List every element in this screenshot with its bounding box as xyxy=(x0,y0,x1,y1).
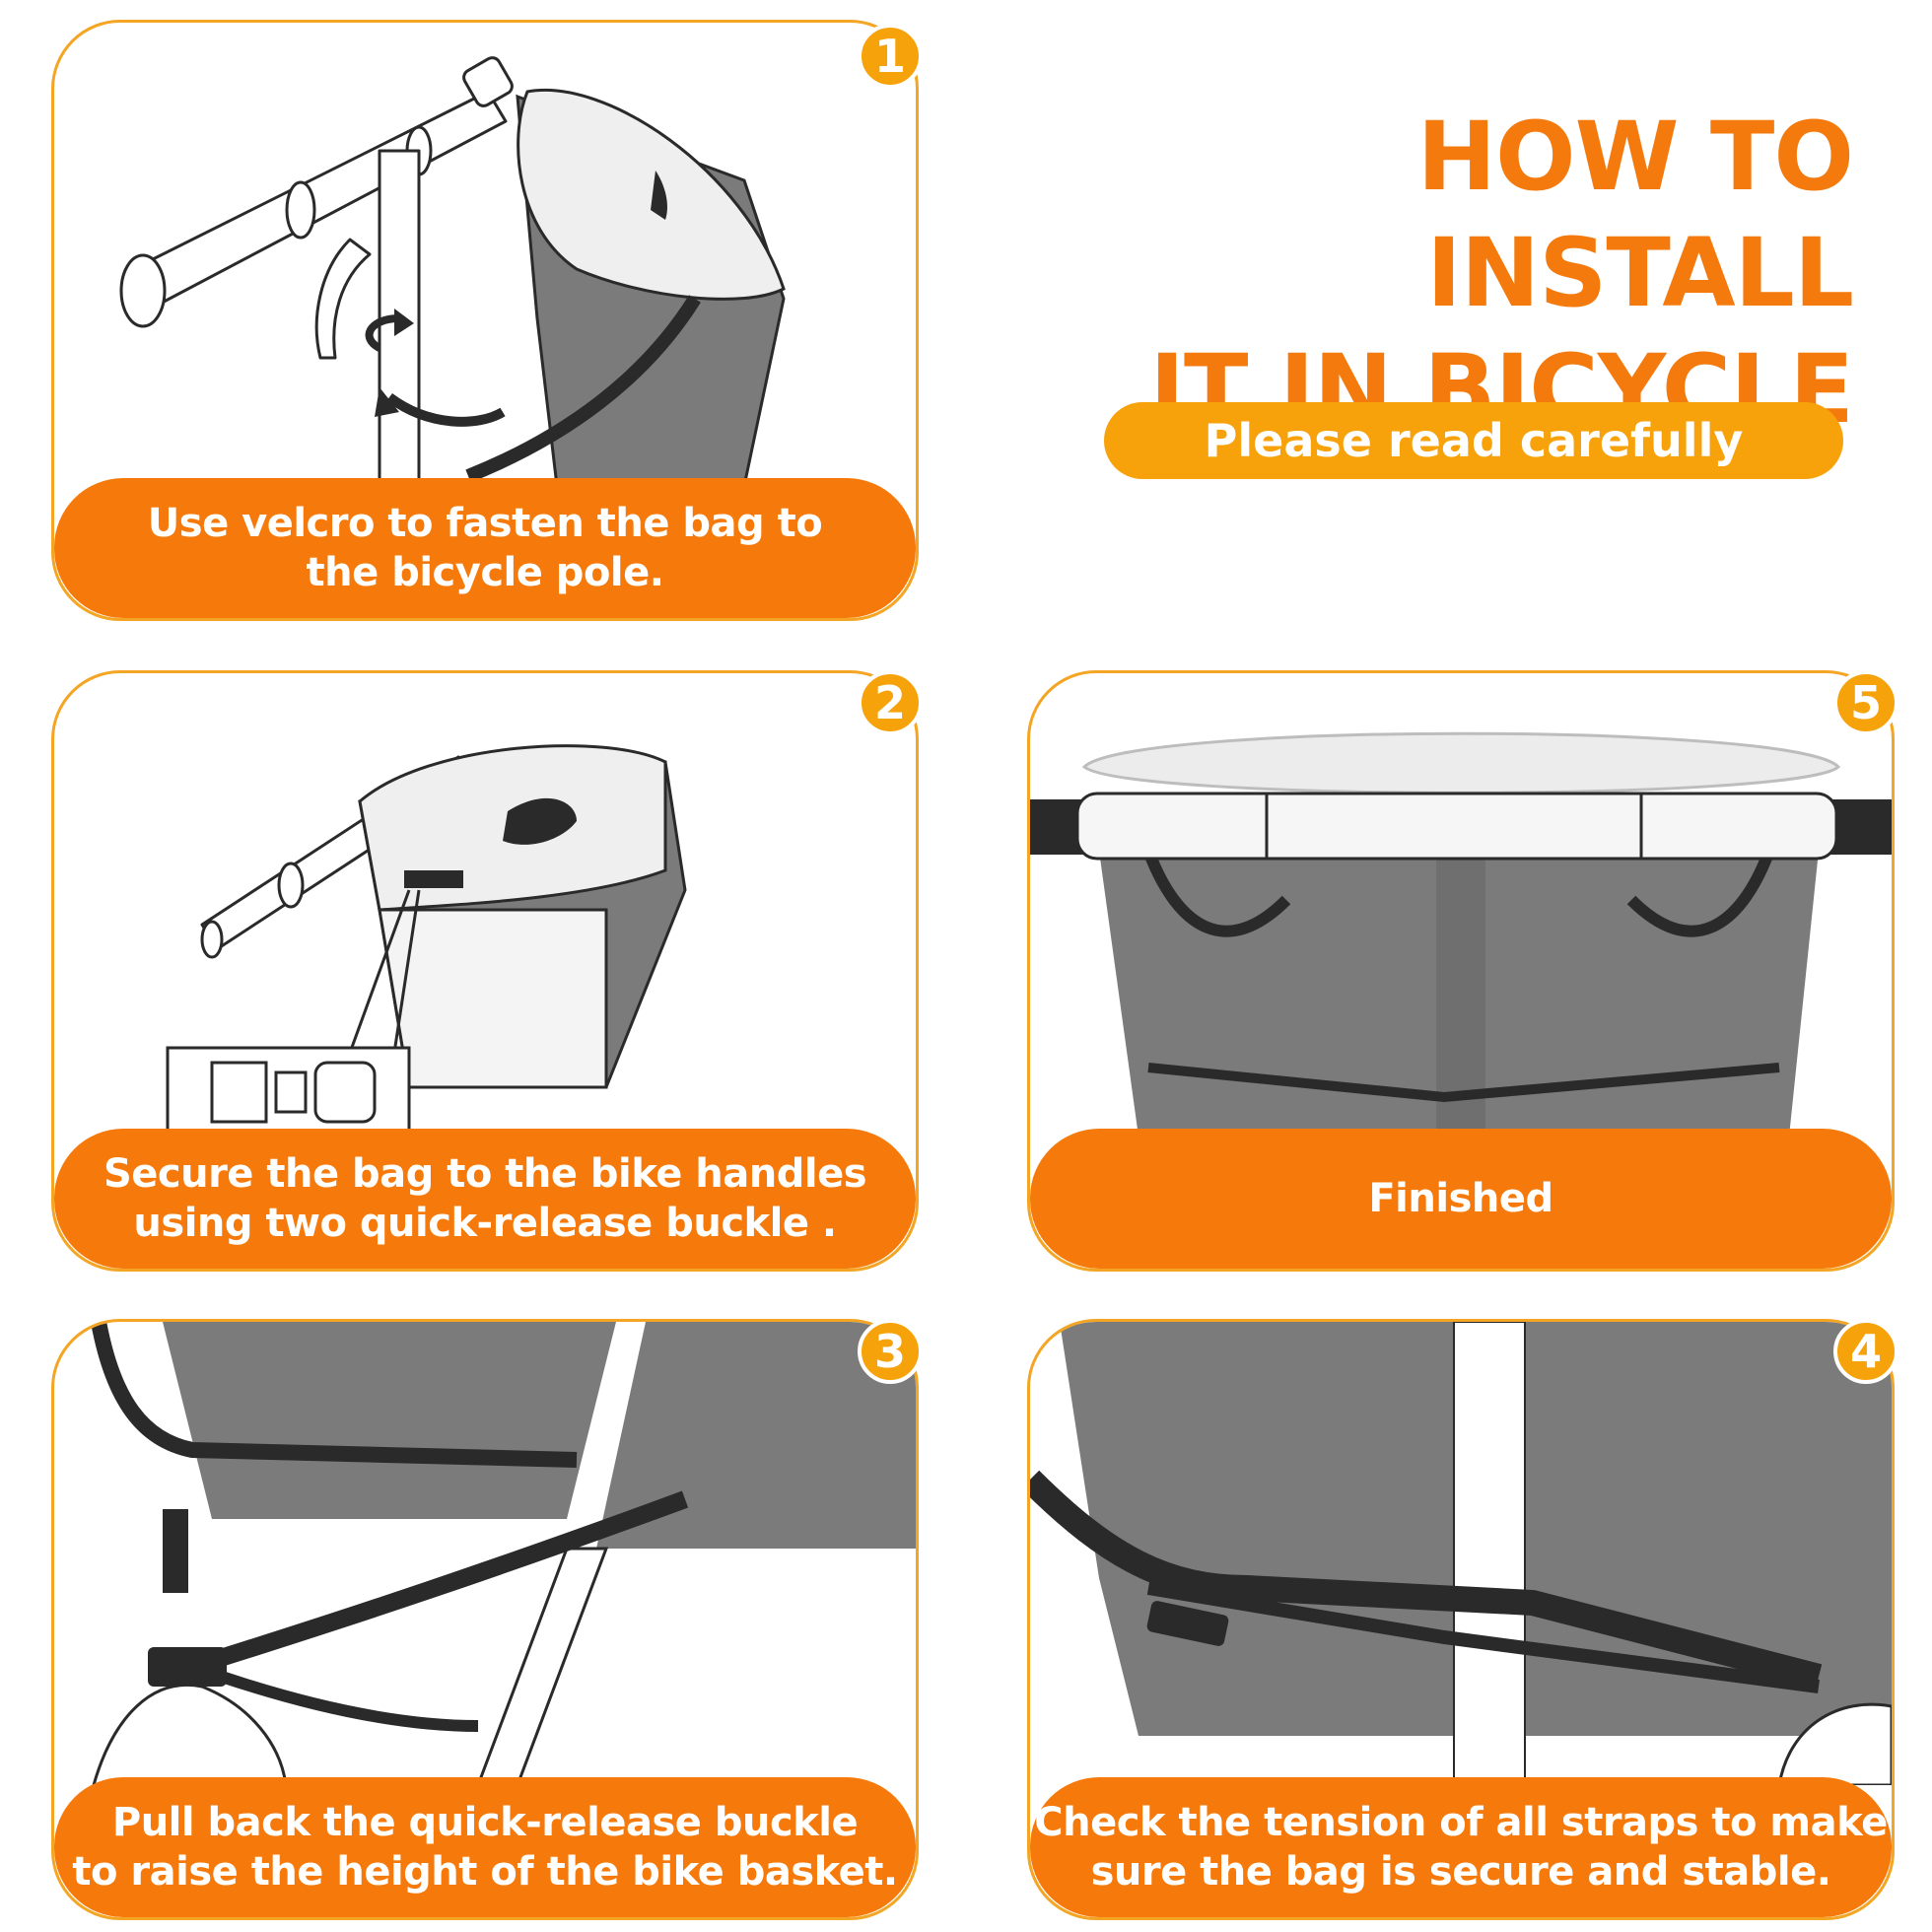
step-4-caption-line-2: sure the bag is secure and stable. xyxy=(1090,1849,1831,1895)
step-1-badge: 1 xyxy=(858,24,923,89)
title-line-1: HOW TO INSTALL xyxy=(1416,102,1854,328)
step-2-caption-line-2: using two quick-release buckle . xyxy=(133,1201,837,1246)
step-4-caption-line-1: Check the tension of all straps to make xyxy=(1034,1800,1888,1845)
step-card-5: Finished xyxy=(1027,670,1895,1272)
step-2-caption: Secure the bag to the bike handles using… xyxy=(54,1129,916,1269)
subtitle-pill: Please read carefully xyxy=(1104,402,1843,479)
step-3-badge: 3 xyxy=(858,1319,923,1384)
step-2-caption-line-1: Secure the bag to the bike handles xyxy=(103,1151,867,1197)
step-card-1: Use velcro to fasten the bag to the bicy… xyxy=(51,20,919,621)
step-1-caption-line-1: Use velcro to fasten the bag to xyxy=(147,501,823,546)
check-tension-illustration xyxy=(1030,1322,1892,1785)
step-3-caption-line-1: Pull back the quick-release buckle xyxy=(111,1800,859,1845)
step-3-caption-line-2: to raise the height of the bike basket. xyxy=(72,1849,898,1895)
step-card-2: Secure the bag to the bike handles using… xyxy=(51,670,919,1272)
step-5-badge: 5 xyxy=(1833,670,1898,735)
step-4-caption: Check the tension of all straps to make … xyxy=(1030,1777,1892,1917)
pull-strap-illustration xyxy=(91,1322,916,1785)
step-4-badge: 4 xyxy=(1833,1319,1898,1384)
step-1-caption: Use velcro to fasten the bag to the bicy… xyxy=(54,478,916,618)
step-5-caption-line-1: Finished xyxy=(1368,1176,1553,1221)
velcro-attach-illustration xyxy=(119,56,786,486)
step-5-caption: Finished xyxy=(1030,1129,1892,1269)
step-2-badge: 2 xyxy=(858,670,923,735)
page-title: HOW TO INSTALL IT IN BICYCLE xyxy=(966,99,1854,448)
step-1-caption-line-2: the bicycle pole. xyxy=(306,550,664,595)
step-3-caption: Pull back the quick-release buckle to ra… xyxy=(54,1777,916,1917)
finished-bag-illustration xyxy=(1030,731,1892,1137)
buckle-attach-illustration xyxy=(166,744,687,1137)
step-card-3: Pull back the quick-release buckle to ra… xyxy=(51,1319,919,1920)
step-card-4: Check the tension of all straps to make … xyxy=(1027,1319,1895,1920)
